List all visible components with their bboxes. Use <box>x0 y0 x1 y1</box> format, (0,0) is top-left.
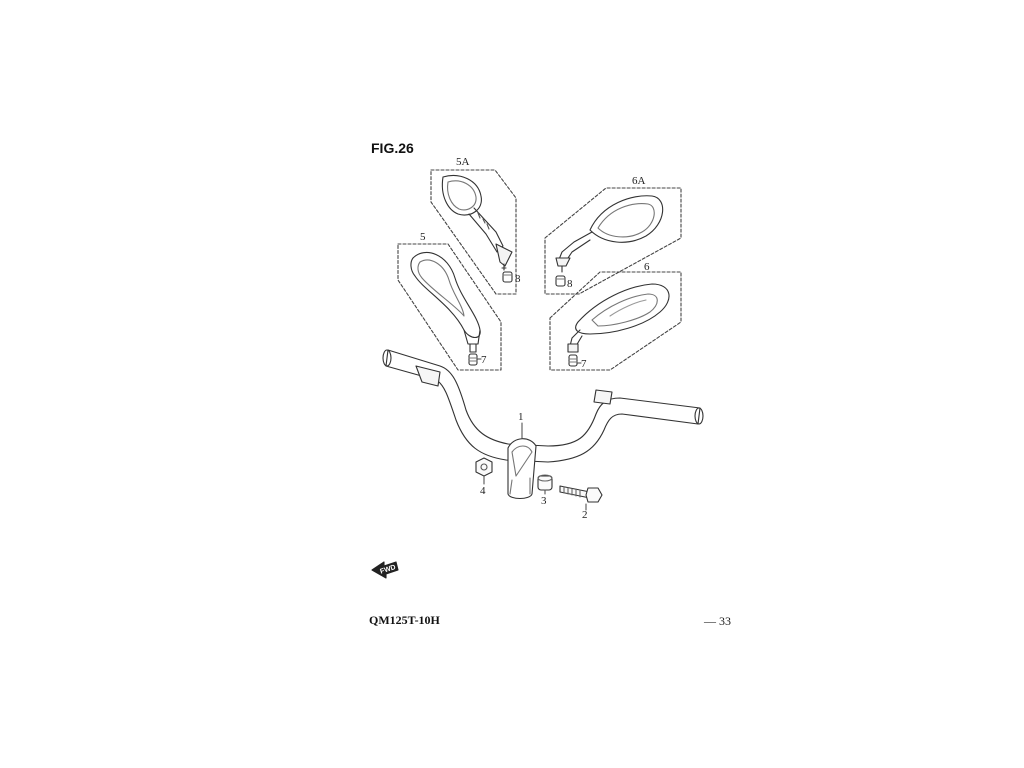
mirror-5a-dashed-frame <box>430 169 517 295</box>
label-6a: 6A <box>632 175 646 187</box>
page-number: — 33 <box>704 614 731 628</box>
label-5: 5 <box>420 231 426 243</box>
mirror-6-dashed-frame <box>549 271 682 371</box>
mirror-5-illustration <box>410 251 481 353</box>
label-1: 1 <box>518 411 524 423</box>
label-4: 4 <box>480 485 486 497</box>
label-8-right: 8 <box>567 278 573 290</box>
handlebar-holder <box>507 438 537 500</box>
bolt-7-right <box>568 354 578 367</box>
mirror-5-group: 5 7 <box>397 231 502 371</box>
model-number: QM125T-10H <box>369 613 440 627</box>
mirror-6-group: 6 7 <box>549 261 682 371</box>
handlebar-right-end <box>694 407 704 425</box>
bolt-2: 2 <box>559 485 603 521</box>
figure-title: FIG.26 <box>371 140 414 156</box>
bolt-7-left <box>468 353 478 366</box>
mirror-5a-illustration <box>441 175 513 271</box>
handlebar-group: 1 <box>382 349 704 463</box>
label-2: 2 <box>582 509 588 521</box>
label-8-left: 8 <box>515 273 521 285</box>
right-clamp-bracket <box>593 389 613 405</box>
label-3: 3 <box>541 495 547 507</box>
left-clamp-bracket <box>415 365 441 387</box>
mirror-5a-group: 5A 8 <box>430 156 521 295</box>
nut-8-right <box>555 275 566 287</box>
label-7-right: 7 <box>581 358 587 370</box>
nut-8-upper-left <box>502 271 513 283</box>
mirror-6a-group: 6A 8 <box>544 175 682 295</box>
handlebar-left-end <box>382 349 392 367</box>
handlebar-outline <box>385 349 701 463</box>
forward-direction-arrow: FWD <box>371 561 399 579</box>
mirror-6a-illustration <box>555 195 664 273</box>
label-7-left: 7 <box>481 354 487 366</box>
label-5a: 5A <box>456 156 470 168</box>
fwd-label: FWD <box>379 564 396 576</box>
mirror-5-dashed-frame <box>397 243 502 371</box>
mirror-6-illustration <box>567 283 670 353</box>
nut-4: 4 <box>475 457 493 497</box>
collar-3: 3 <box>537 474 553 507</box>
label-6: 6 <box>644 261 650 273</box>
